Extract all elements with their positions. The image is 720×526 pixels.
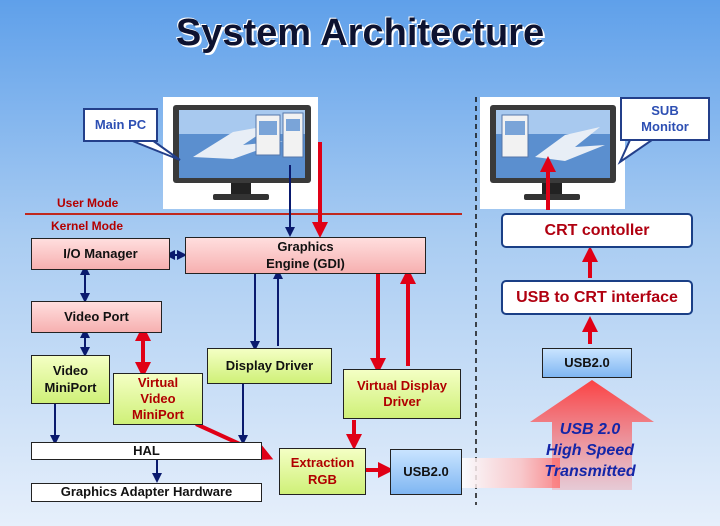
user-mode-label: User Mode: [57, 196, 119, 210]
sub-monitor-image: [480, 97, 625, 209]
usb-to-crt-interface-label: USB to CRT interface: [516, 288, 678, 306]
usb-right-label: USB2.0: [564, 354, 610, 370]
graphics-engine-label-line1: Graphics: [277, 239, 334, 255]
graphics-engine-box: Graphics Engine (GDI): [185, 237, 426, 274]
virtual-video-miniport-label-line3: MiniPort: [132, 407, 184, 423]
sub-monitor-label-line2: Monitor: [641, 119, 689, 134]
extraction-rgb-label-line2: RGB: [308, 471, 337, 487]
video-port-label: Video Port: [64, 308, 129, 324]
usb-note-line1: USB 2.0: [559, 421, 621, 438]
main-pc-label: Main PC: [94, 117, 147, 133]
sub-monitor-callout-tail: [617, 139, 656, 165]
kernel-mode-label: Kernel Mode: [51, 219, 124, 233]
video-miniport-label-line1: Video: [52, 363, 89, 379]
video-port-box: Video Port: [31, 301, 162, 333]
main-pc-callout-tail: [129, 139, 181, 161]
main-pc-monitor-image: [163, 97, 318, 209]
extraction-rgb-box: Extraction RGB: [279, 448, 366, 495]
extraction-rgb-label-line1: Extraction: [290, 455, 355, 471]
crt-controller-label: CRT contoller: [544, 221, 650, 239]
virtual-display-driver-box: Virtual Display Driver: [343, 369, 461, 419]
hal-box: HAL: [31, 442, 262, 460]
virtual-display-driver-label-line2: Driver: [383, 394, 421, 409]
io-manager-label: I/O Manager: [63, 245, 138, 261]
usb-transmit-arrow: [530, 380, 654, 490]
usb-note-line3: Transmitted: [544, 462, 636, 480]
usb-to-crt-interface-box: USB to CRT interface: [501, 280, 693, 315]
page-title: System Architecture: [175, 12, 545, 54]
usb-transmit-note: USB 2.0 High Speed Transmitted: [520, 420, 660, 482]
virtual-video-miniport-label-line2: Video: [140, 390, 176, 406]
usb-transmit-band: [462, 458, 560, 488]
graphics-adapter-hardware-box: Graphics Adapter Hardware: [31, 483, 262, 502]
graphics-engine-label-line2: Engine (GDI): [266, 255, 345, 271]
graphics-adapter-hardware-label: Graphics Adapter Hardware: [60, 484, 233, 500]
video-miniport-box: Video MiniPort: [31, 355, 110, 404]
display-driver-label: Display Driver: [225, 357, 314, 373]
display-driver-box: Display Driver: [207, 348, 332, 384]
usb-left-box: USB2.0: [390, 449, 462, 495]
io-manager-box: I/O Manager: [31, 238, 170, 270]
hal-label: HAL: [133, 442, 160, 458]
sub-monitor-callout: SUB Monitor: [620, 97, 710, 141]
crt-controller-box: CRT contoller: [501, 213, 693, 248]
main-pc-callout: Main PC: [83, 108, 158, 142]
usb-note-line2: High Speed: [545, 441, 634, 459]
video-miniport-label-line2: MiniPort: [44, 379, 97, 395]
virtual-video-miniport-box: Virtual Video MiniPort: [113, 373, 203, 425]
sub-monitor-label-line1: SUB: [651, 103, 679, 119]
virtual-display-driver-label-line1: Virtual Display: [356, 377, 448, 393]
virtual-video-miniport-label-line1: Virtual: [137, 374, 179, 390]
usb-left-label: USB2.0: [403, 463, 449, 479]
usb-right-box: USB2.0: [542, 348, 632, 378]
